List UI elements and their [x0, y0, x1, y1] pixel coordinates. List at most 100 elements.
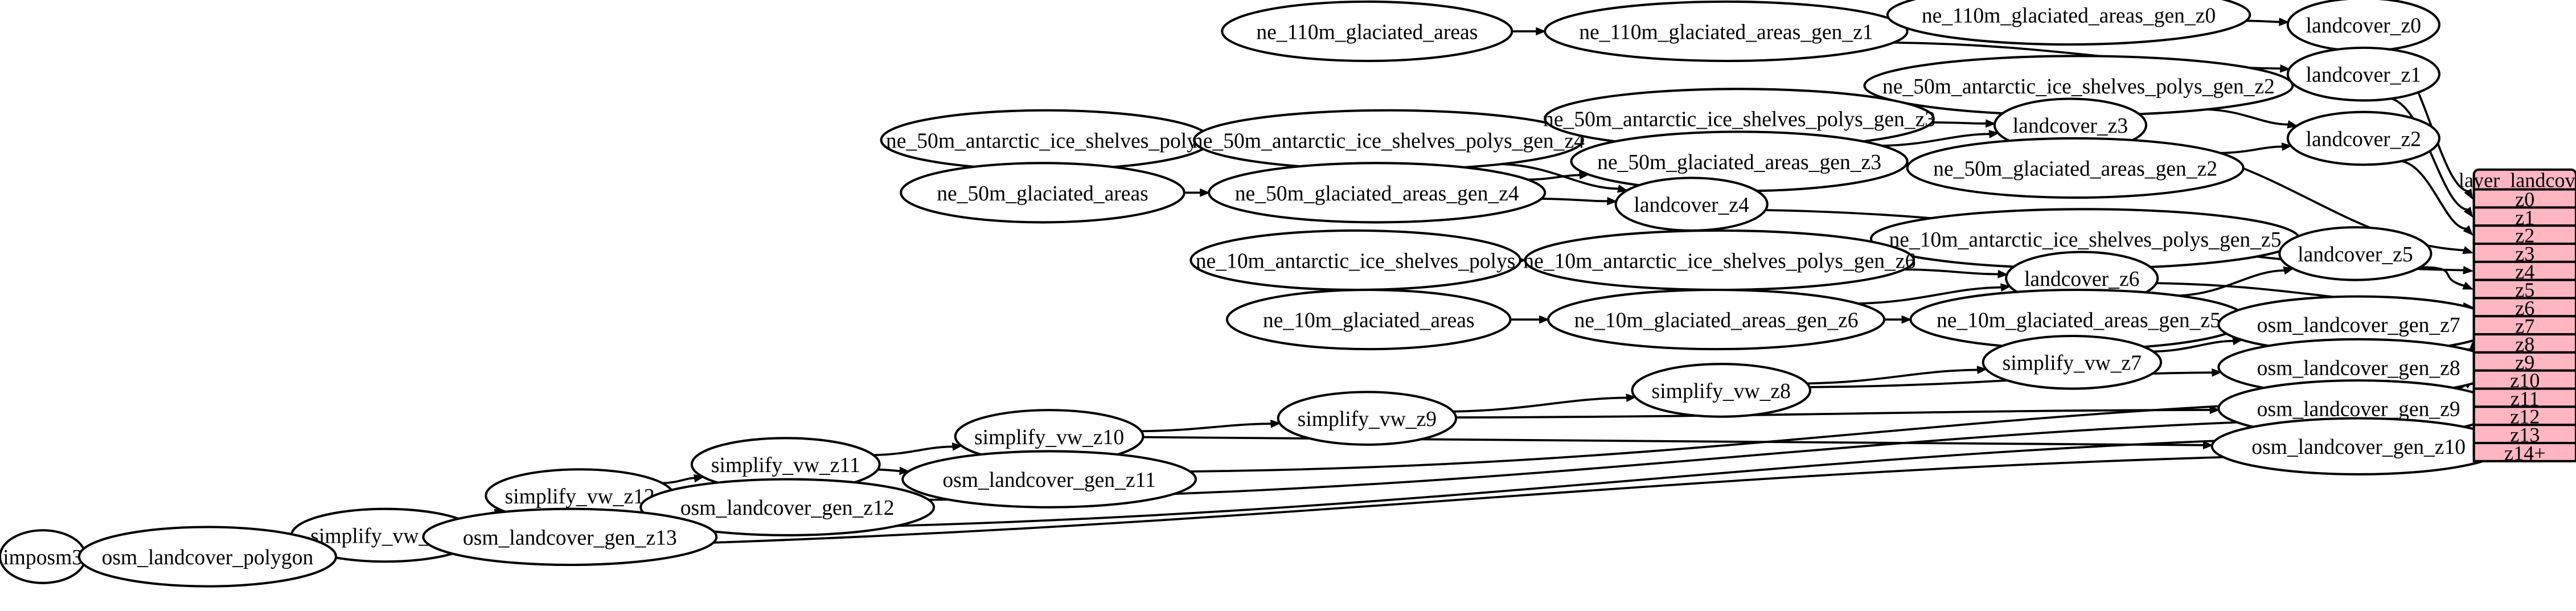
node-ne_110m_glaciated_areas[interactable]: ne_110m_glaciated_areas	[1221, 0, 1513, 63]
node-ne_50m_glaciated_areas_gen_z2[interactable]: ne_50m_glaciated_areas_gen_z2	[1906, 137, 2245, 199]
edge-ne_50m_glaciated_areas_gen_z3-to-landcover_z3	[1882, 133, 1990, 147]
node-osm_landcover_gen_z8[interactable]: osm_landcover_gen_z8	[2217, 338, 2500, 397]
node-ne_10m_antarctic_ice_shelves_polys_gen_z6[interactable]: ne_10m_antarctic_ice_shelves_polys_gen_z…	[1523, 229, 1915, 292]
node-shape[interactable]	[1277, 391, 1458, 446]
edge-arrowhead	[2209, 405, 2220, 415]
node-label: osm_landcover_gen_z11	[942, 468, 1155, 492]
edge-simplify_vw_z9-to-osm_landcover_gen_z9	[1455, 408, 2211, 419]
edge-arrowhead	[2283, 266, 2294, 275]
node-osm_landcover_polygon[interactable]: osm_landcover_polygon	[77, 526, 338, 588]
node-label: landcover_z5	[2298, 243, 2413, 266]
node-ne_50m_antarctic_ice_shelves_polys[interactable]: ne_50m_antarctic_ice_shelves_polys	[880, 109, 1212, 171]
table-row-z14+[interactable]	[2472, 441, 2576, 462]
node-shape[interactable]	[1547, 288, 1886, 351]
table-row-z11[interactable]	[2472, 387, 2576, 408]
node-ne_10m_glaciated_areas[interactable]: ne_10m_glaciated_areas	[1225, 288, 1512, 351]
node-label: simplify_vw_z9	[1298, 407, 1437, 431]
node-shape[interactable]	[1544, 0, 1909, 63]
node-label: ne_50m_antarctic_ice_shelves_polys_gen_z…	[1192, 129, 1585, 153]
node-ne_50m_glaciated_areas[interactable]: ne_50m_glaciated_areas	[900, 162, 1186, 224]
layer-landcover-table: layer_landcoverz0z1z2z3z4z5z6z7z8z9z10z1…	[2459, 168, 2576, 464]
node-landcover_z1[interactable]: landcover_z1	[2286, 46, 2440, 102]
node-shape[interactable]	[1886, 0, 2251, 46]
node-label: imposm3	[3, 546, 83, 569]
node-label: ne_50m_glaciated_areas	[937, 182, 1148, 206]
node-simplify_vw_z8[interactable]: simplify_vw_z8	[1631, 363, 1811, 418]
table-row-z2[interactable]	[2472, 224, 2576, 245]
node-shape[interactable]	[1906, 137, 2245, 199]
node-osm_landcover_gen_z10[interactable]: osm_landcover_gen_z10	[2210, 417, 2507, 475]
node-shape[interactable]	[1208, 162, 1547, 224]
node-label: osm_landcover_gen_z7	[2257, 313, 2460, 337]
node-ne_50m_glaciated_areas_gen_z4[interactable]: ne_50m_glaciated_areas_gen_z4	[1208, 162, 1547, 224]
node-shape[interactable]	[1225, 288, 1512, 351]
node-landcover_z4[interactable]: landcover_z4	[1614, 177, 1769, 232]
node-shape[interactable]	[1221, 0, 1513, 63]
node-simplify_vw_z9[interactable]: simplify_vw_z9	[1277, 391, 1458, 446]
table-row-z12[interactable]	[2472, 405, 2576, 427]
node-shape[interactable]	[639, 478, 936, 536]
node-ne_50m_antarctic_ice_shelves_polys_gen_z2[interactable]: ne_50m_antarctic_ice_shelves_polys_gen_z…	[1863, 55, 2294, 117]
node-shape[interactable]	[901, 450, 1197, 509]
edge-arrowhead	[2287, 120, 2298, 129]
edge-arrowhead	[2212, 368, 2222, 377]
edge-arrowhead	[2202, 441, 2214, 450]
table-row-z8[interactable]	[2472, 333, 2576, 354]
edge-osm_landcover_polygon-to-table_z14+	[333, 451, 2464, 552]
node-shape[interactable]	[2286, 46, 2440, 102]
table-row-label: z14+	[2504, 441, 2546, 464]
node-label: ne_110m_glaciated_areas_gen_z0	[1922, 3, 2216, 27]
node-ne_10m_antarctic_ice_shelves_polys_gen_z5[interactable]: ne_10m_antarctic_ice_shelves_polys_gen_z…	[1869, 208, 2301, 270]
table-row-z4[interactable]	[2472, 260, 2576, 281]
edge-arrowhead	[2464, 188, 2473, 200]
node-shape[interactable]	[1631, 363, 1811, 418]
node-label: simplify_vw_z7	[2003, 351, 2142, 375]
node-ne_10m_antarctic_ice_shelves_polys[interactable]: ne_10m_antarctic_ice_shelves_polys	[1189, 229, 1521, 292]
node-landcover_z2[interactable]: landcover_z2	[2286, 110, 2440, 166]
node-label: simplify_vw_z10	[974, 425, 1124, 449]
node-label: ne_110m_glaciated_areas	[1256, 20, 1478, 44]
edge-arrowhead	[2462, 281, 2474, 290]
table-row-z9[interactable]	[2472, 351, 2576, 372]
node-shape[interactable]	[422, 507, 718, 567]
edge-simplify_vw_z12-to-simplify_vw_z11	[662, 477, 695, 485]
node-simplify_vw_z10[interactable]: simplify_vw_z10	[954, 409, 1145, 464]
node-label: ne_10m_antarctic_ice_shelves_polys_gen_z…	[1889, 228, 2281, 252]
node-label: simplify_vw_z8	[1652, 379, 1791, 403]
edge-arrowhead	[2463, 225, 2474, 236]
node-label: landcover_z2	[2306, 127, 2422, 151]
edge-arrowhead	[1607, 196, 1618, 206]
node-shape[interactable]	[1982, 334, 2163, 390]
node-landcover_z5[interactable]: landcover_z5	[2278, 226, 2433, 281]
edge-arrowhead	[2279, 64, 2291, 73]
node-simplify_vw_z11[interactable]: simplify_vw_z11	[690, 437, 881, 492]
node-label: osm_landcover_gen_z10	[2251, 435, 2466, 459]
node-shape[interactable]	[900, 162, 1186, 224]
node-ne_50m_antarctic_ice_shelves_polys_gen_z4[interactable]: ne_50m_antarctic_ice_shelves_polys_gen_z…	[1192, 109, 1585, 171]
node-ne_50m_glaciated_areas_gen_z3[interactable]: ne_50m_glaciated_areas_gen_z3	[1570, 130, 1909, 192]
node-osm_landcover_gen_z12[interactable]: osm_landcover_gen_z12	[639, 478, 936, 536]
table-row-z1[interactable]	[2472, 206, 2576, 227]
node-osm_landcover_gen_z13[interactable]: osm_landcover_gen_z13	[422, 507, 718, 567]
node-ne_110m_glaciated_areas_gen_z1[interactable]: ne_110m_glaciated_areas_gen_z1	[1544, 0, 1909, 63]
node-osm_landcover_gen_z11[interactable]: osm_landcover_gen_z11	[901, 450, 1197, 509]
node-ne_110m_glaciated_areas_gen_z0[interactable]: ne_110m_glaciated_areas_gen_z0	[1886, 0, 2251, 46]
node-label: osm_landcover_gen_z8	[2257, 356, 2460, 380]
edge-arrowhead	[1976, 366, 1988, 374]
node-shape[interactable]	[77, 526, 338, 588]
node-ne_10m_glaciated_areas_gen_z6[interactable]: ne_10m_glaciated_areas_gen_z6	[1547, 288, 1886, 351]
edge-arrowhead	[1626, 393, 1637, 402]
node-imposm3[interactable]: imposm3	[0, 529, 87, 584]
node-shape[interactable]	[2286, 110, 2440, 166]
node-ne_50m_antarctic_ice_shelves_polys_gen_z3[interactable]: ne_50m_antarctic_ice_shelves_polys_gen_z…	[1543, 88, 1935, 150]
node-simplify_vw_z7[interactable]: simplify_vw_z7	[1982, 334, 2163, 390]
edge-arrowhead	[1200, 188, 1211, 197]
node-landcover_z0[interactable]: landcover_z0	[2286, 0, 2440, 52]
edge-ne_10m_antarctic_ice_shelves_polys_gen_z6-to-landcover_z6	[1904, 268, 1999, 276]
node-label: ne_10m_antarctic_ice_shelves_polys	[1196, 249, 1516, 273]
node-shape[interactable]	[2278, 226, 2433, 281]
node-label: ne_10m_glaciated_areas_gen_z6	[1574, 309, 1859, 333]
edge-osm_landcover_gen_z13-to-table_z13	[711, 433, 2464, 531]
